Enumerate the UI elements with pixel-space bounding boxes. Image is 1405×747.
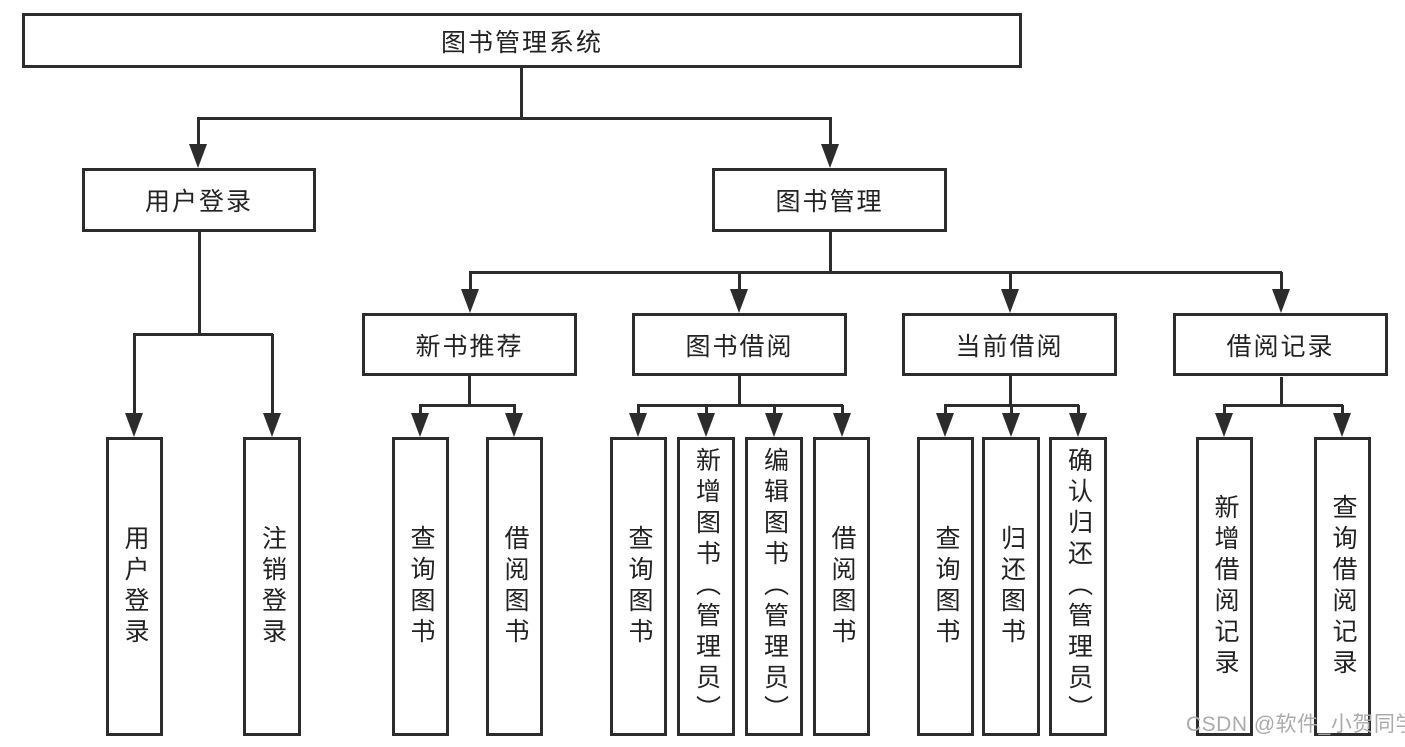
leaf-query-books-borrow: 查询图书 bbox=[610, 437, 667, 736]
connector-vline bbox=[133, 334, 136, 413]
node-book-management-label: 图书管理 bbox=[775, 188, 884, 216]
connector-hline bbox=[469, 271, 1282, 274]
arrow-down-icon bbox=[697, 413, 715, 437]
node-user-login: 用户登录 bbox=[82, 168, 316, 232]
arrow-down-icon bbox=[263, 413, 281, 437]
arrow-down-icon bbox=[833, 413, 851, 437]
arrow-down-icon bbox=[936, 413, 954, 437]
node-library-system: 图书管理系统 bbox=[22, 13, 1022, 68]
connector-hline bbox=[197, 117, 832, 120]
arrow-down-icon bbox=[821, 144, 839, 168]
arrow-down-icon bbox=[411, 413, 429, 437]
connector-vline bbox=[944, 405, 947, 413]
node-current-borrow-label: 当前借阅 bbox=[955, 332, 1064, 361]
arrow-down-icon bbox=[1215, 413, 1233, 437]
arrow-down-icon bbox=[1002, 413, 1020, 437]
arrow-down-icon bbox=[1272, 289, 1290, 313]
connector-vline bbox=[419, 405, 422, 413]
leaf-edit-book-admin-label: 编辑图书（管理员） bbox=[760, 447, 789, 726]
leaf-borrow-books-borrow: 借阅图书 bbox=[813, 437, 870, 736]
connector-vline bbox=[1280, 272, 1283, 289]
connector-vline bbox=[829, 118, 832, 144]
arrow-down-icon bbox=[505, 413, 523, 437]
arrow-down-icon bbox=[765, 413, 783, 437]
connector-vline bbox=[469, 272, 472, 289]
leaf-borrow-books-recommend-label: 借阅图书 bbox=[501, 524, 529, 649]
connector-hline bbox=[1223, 404, 1343, 407]
arrow-down-icon bbox=[189, 144, 207, 168]
arrow-down-icon bbox=[461, 289, 479, 313]
connector-vline bbox=[1223, 405, 1226, 413]
leaf-query-books-borrow-label: 查询图书 bbox=[625, 524, 653, 649]
leaf-query-borrow-record: 查询借阅记录 bbox=[1314, 437, 1371, 736]
connector-vline bbox=[1009, 272, 1012, 289]
connector-vline bbox=[271, 334, 274, 413]
leaf-confirm-return-admin: 确认归还（管理员） bbox=[1049, 437, 1107, 736]
connector-vline bbox=[705, 405, 708, 413]
arrow-down-icon bbox=[730, 289, 748, 313]
connector-vline bbox=[1280, 377, 1283, 405]
leaf-borrow-books-recommend: 借阅图书 bbox=[486, 437, 543, 736]
leaf-add-borrow-record-label: 新增借阅记录 bbox=[1211, 493, 1239, 680]
connector-vline bbox=[637, 405, 640, 413]
leaf-user-login: 用户登录 bbox=[106, 437, 163, 736]
connector-vline bbox=[197, 118, 200, 144]
arrow-down-icon bbox=[125, 413, 143, 437]
arrow-down-icon bbox=[1001, 289, 1019, 313]
connector-vline bbox=[1009, 375, 1012, 405]
leaf-query-books-recommend-label: 查询图书 bbox=[407, 524, 435, 649]
leaf-return-book: 归还图书 bbox=[982, 437, 1040, 736]
connector-vline bbox=[738, 376, 741, 405]
node-borrow-records: 借阅记录 bbox=[1173, 313, 1388, 376]
node-book-borrow-label: 图书借阅 bbox=[685, 332, 794, 361]
leaf-user-login-label: 用户登录 bbox=[121, 524, 149, 649]
leaf-logout-label: 注销登录 bbox=[258, 524, 287, 649]
leaf-borrow-books-borrow-label: 借阅图书 bbox=[828, 524, 856, 649]
arrow-down-icon bbox=[629, 413, 647, 437]
connector-vline bbox=[841, 405, 844, 413]
connector-vline bbox=[829, 232, 832, 272]
connector-vline bbox=[513, 405, 516, 413]
leaf-query-borrow-record-label: 查询借阅记录 bbox=[1329, 493, 1357, 680]
node-new-book-recommend-label: 新书推荐 bbox=[415, 332, 524, 361]
node-borrow-records-label: 借阅记录 bbox=[1226, 332, 1335, 361]
connector-hline bbox=[419, 404, 516, 407]
node-book-management: 图书管理 bbox=[712, 168, 947, 232]
connector-vline bbox=[1077, 405, 1080, 413]
leaf-add-book-admin-label: 新增图书（管理员） bbox=[692, 447, 721, 726]
connector-vline bbox=[468, 376, 471, 405]
leaf-logout: 注销登录 bbox=[243, 437, 301, 736]
arrow-down-icon bbox=[1333, 413, 1351, 437]
leaf-confirm-return-admin-label: 确认归还（管理员） bbox=[1064, 447, 1093, 726]
connector-hline bbox=[133, 333, 273, 336]
node-book-borrow: 图书借阅 bbox=[632, 313, 847, 376]
arrow-down-icon bbox=[1069, 413, 1087, 437]
node-user-login-label: 用户登录 bbox=[144, 188, 253, 216]
leaf-return-book-label: 归还图书 bbox=[997, 524, 1026, 649]
leaf-add-borrow-record: 新增借阅记录 bbox=[1196, 437, 1253, 736]
connector-vline bbox=[1341, 405, 1344, 413]
leaf-query-books-recommend: 查询图书 bbox=[392, 437, 449, 736]
leaf-query-books-current-label: 查询图书 bbox=[932, 524, 960, 649]
leaf-edit-book-admin: 编辑图书（管理员） bbox=[745, 437, 803, 736]
connector-vline bbox=[738, 272, 741, 289]
leaf-query-books-current: 查询图书 bbox=[917, 437, 974, 736]
connector-hline bbox=[637, 404, 843, 407]
node-new-book-recommend: 新书推荐 bbox=[362, 313, 577, 376]
connector-vline bbox=[1010, 405, 1013, 413]
watermark-text: CSDN @软件_小贺同学 bbox=[1186, 713, 1405, 736]
node-library-system-label: 图书管理系统 bbox=[440, 28, 603, 57]
connector-vline bbox=[520, 68, 523, 118]
leaf-add-book-admin: 新增图书（管理员） bbox=[677, 437, 735, 736]
connector-vline bbox=[773, 405, 776, 413]
node-current-borrow: 当前借阅 bbox=[902, 313, 1117, 376]
connector-vline bbox=[198, 232, 201, 334]
